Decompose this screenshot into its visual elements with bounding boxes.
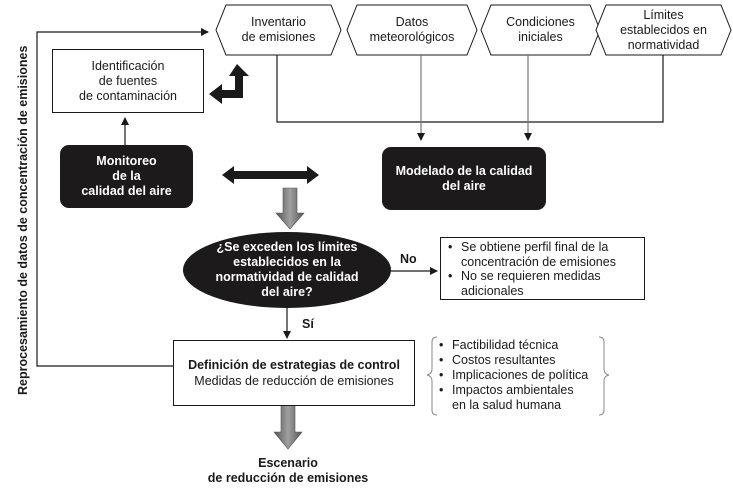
- outcome-line: No se requieren medidas: [461, 269, 601, 283]
- criteria-line: Implicaciones de política: [452, 368, 589, 382]
- outcome-line: Se obtiene perfil final de la: [461, 240, 609, 254]
- no-label: No: [400, 252, 417, 266]
- left-brace: [426, 336, 438, 416]
- no-outcome-box: Se obtiene perfil final de laconcentraci…: [440, 237, 645, 300]
- control-strategy-box: Definición de estrategias de control Med…: [173, 340, 415, 406]
- criteria-item: Factibilidad técnica: [436, 338, 606, 353]
- side-label: Reprocesamiento de datos de concentració…: [16, 45, 30, 395]
- criteria-item: Costos resultantes: [436, 353, 606, 368]
- yes-label: Sí: [302, 317, 314, 331]
- criteria-line: Factibilidad técnica: [452, 338, 559, 352]
- decision-question: ¿Se exceden los límites establecidos en …: [190, 240, 384, 300]
- scenario-line: Escenario: [258, 456, 318, 470]
- modeling-line: del aire: [442, 178, 486, 193]
- criteria-list: Factibilidad técnica Costos resultantes …: [436, 338, 606, 413]
- double-arrow-icon: [222, 166, 319, 184]
- decision-ellipse: [183, 232, 391, 308]
- scenario-label: Escenario de reducción de emisiones: [190, 456, 386, 486]
- modeling-box: Modelado de la calidad del aire: [382, 147, 546, 210]
- identification-box: Identificación de fuentes de contaminaci…: [52, 49, 204, 113]
- input-line: normatividad: [627, 37, 700, 52]
- criteria-line: en la salud humana: [452, 398, 562, 412]
- no-outcome-item: Se obtiene perfil final de laconcentraci…: [445, 240, 640, 269]
- input-line: Inventario: [251, 15, 306, 29]
- input-line: Condiciones: [506, 15, 575, 29]
- identification-line: Identificación: [91, 58, 165, 73]
- decision-line: ¿Se exceden los límites: [216, 240, 358, 254]
- control-subtitle: Medidas de reducción de emisiones: [194, 374, 394, 388]
- input-line: meteorológicos: [369, 30, 455, 44]
- scenario-line: de reducción de emisiones: [207, 471, 369, 485]
- gray-down-arrow-bottom: [273, 404, 303, 450]
- input-line: establecidos en: [620, 22, 707, 37]
- input-line: de emisiones: [241, 30, 316, 44]
- outcome-line: adicionales: [461, 283, 524, 298]
- criteria-line: Impactos ambientales: [452, 383, 574, 397]
- hex-inventario: [215, 4, 342, 56]
- gray-down-arrow-top: [275, 187, 305, 230]
- collector-line: [276, 55, 664, 123]
- identification-line: de contaminación: [79, 88, 177, 103]
- monitoring-box: Monitoreo de la calidad del aire: [60, 145, 193, 208]
- outcome-line: concentración de emisiones: [461, 254, 616, 269]
- input-line: Datos: [395, 15, 429, 29]
- hex-limites: [595, 4, 732, 56]
- hex-datos: [346, 4, 478, 56]
- monitoring-line: calidad del aire: [81, 184, 172, 198]
- criteria-line: Costos resultantes: [452, 353, 556, 367]
- decision-line: del aire?: [261, 285, 313, 299]
- control-title: Definición de estrategias de control: [188, 358, 400, 372]
- input-line: Límites: [643, 7, 684, 22]
- hex-condiciones: [480, 4, 601, 56]
- identification-line: de fuentes: [98, 73, 158, 88]
- decision-line: establecidos en la: [233, 255, 341, 269]
- bent-arrow-icon: [209, 64, 249, 104]
- decision-line: normatividad de calidad: [215, 270, 359, 284]
- monitoring-line: Monitoreo: [96, 154, 157, 168]
- modeling-line: Modelado de la calidad: [395, 163, 533, 178]
- feedback-loop-line: [36, 28, 209, 367]
- input-line: iniciales: [518, 30, 563, 44]
- criteria-item: Implicaciones de política: [436, 368, 606, 383]
- monitoring-line: de la: [112, 169, 141, 183]
